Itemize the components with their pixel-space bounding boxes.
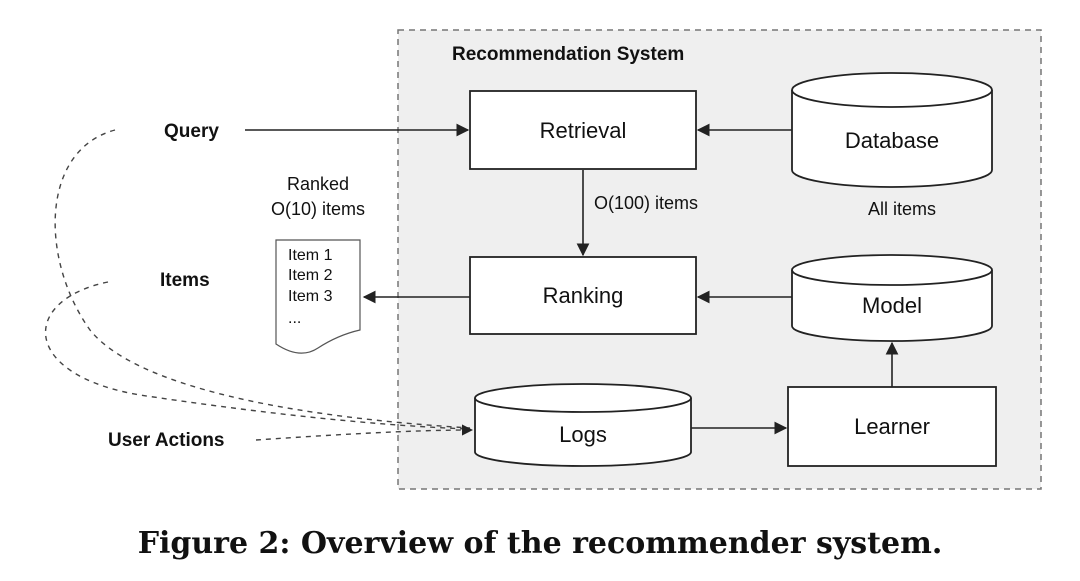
logs-label: Logs — [559, 422, 607, 447]
learner-node: Learner — [787, 386, 997, 467]
system-title: Recommendation System — [452, 44, 684, 65]
model-cylinder: Model — [791, 254, 993, 342]
retrieval-label: Retrieval — [540, 118, 627, 143]
result-item: Item 2 — [288, 267, 333, 284]
result-item: ... — [288, 310, 301, 327]
database-label: Database — [845, 128, 939, 153]
retrieval-output-label: O(100) items — [594, 193, 698, 213]
items-label: Items — [160, 270, 210, 291]
figure-caption: Figure 2: Overview of the recommender sy… — [138, 526, 943, 561]
ranking-label: Ranking — [543, 283, 624, 308]
model-label: Model — [862, 293, 922, 318]
query-label: Query — [164, 121, 219, 142]
query-feedback-curve — [54, 129, 471, 429]
ranking-node: Ranking — [469, 256, 697, 335]
all-items-label: All items — [868, 199, 936, 219]
result-item: Item 1 — [288, 247, 333, 264]
logs-cylinder: Logs — [474, 383, 692, 467]
result-list-document: Item 1 Item 2 Item 3 ... — [275, 239, 361, 354]
ranked-label-line1: Ranked — [287, 174, 349, 194]
database-cylinder: Database — [791, 72, 993, 188]
user-actions-to-logs-curve — [255, 424, 474, 441]
ranked-label-line2: O(10) items — [271, 199, 365, 219]
retrieval-node: Retrieval — [469, 90, 697, 170]
user-actions-label: User Actions — [108, 430, 225, 451]
learner-label: Learner — [854, 414, 930, 439]
result-item: Item 3 — [288, 288, 333, 305]
